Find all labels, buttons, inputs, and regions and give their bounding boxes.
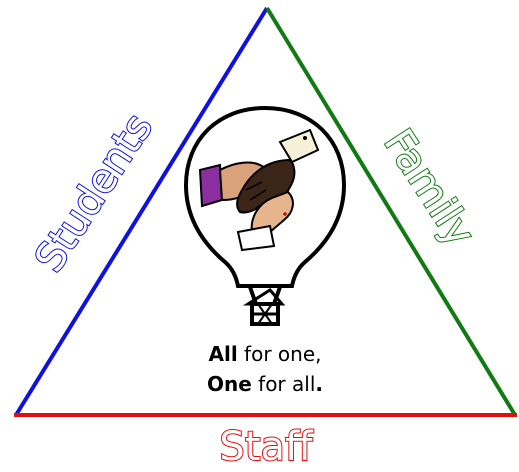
motto-for-all: for all (251, 372, 316, 396)
motto-period: . (315, 372, 323, 396)
joined-hands-icon (198, 128, 320, 252)
motto-line-1: All for one, (150, 342, 380, 366)
motto-line-2: One for all. (150, 372, 380, 396)
students-label: Students (26, 106, 162, 281)
triangle-right-side (265, 6, 517, 417)
motto-all-bold: All (208, 342, 238, 366)
motto-for-one: for one, (237, 342, 322, 366)
family-label: Family (375, 121, 484, 254)
motto-one-bold: One (206, 372, 252, 396)
staff-label: Staff (219, 424, 314, 470)
triangle-left-side (14, 6, 269, 417)
